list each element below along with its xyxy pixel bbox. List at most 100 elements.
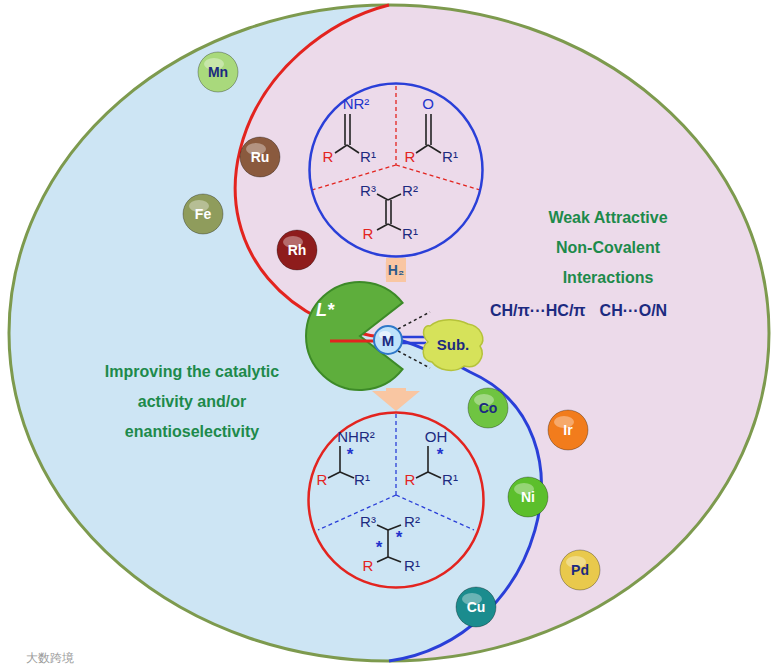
metal-disc <box>548 410 588 450</box>
bond <box>340 472 354 478</box>
structure-label: R <box>405 471 416 488</box>
metal-disc <box>183 194 223 234</box>
structure-label: * <box>437 445 444 465</box>
ligand-metal-bond <box>330 340 376 343</box>
bond <box>347 145 359 153</box>
node-label: Cu <box>467 599 486 615</box>
structure-label: R² <box>404 513 420 530</box>
structure-label: NR² <box>343 95 370 112</box>
ring-outline <box>309 413 484 588</box>
top-dividers <box>312 86 480 190</box>
metal-disc <box>277 230 317 270</box>
divider <box>312 165 396 190</box>
node-outline <box>308 82 484 258</box>
bond <box>349 114 351 145</box>
node-label: Ru <box>251 149 270 165</box>
watermark: 大数跨境 <box>26 650 74 667</box>
metal-disc <box>198 52 238 92</box>
metal-disc <box>240 137 280 177</box>
structure-label: R¹ <box>442 471 458 488</box>
structure-label: R¹ <box>442 148 458 165</box>
structure-label: * <box>376 538 383 558</box>
structure-label: R³ <box>360 182 376 199</box>
bond <box>385 200 387 224</box>
structure-label: R <box>317 471 328 488</box>
divider <box>396 495 474 530</box>
ring-outline <box>310 84 483 257</box>
structure-label: R¹ <box>404 557 420 574</box>
bond <box>387 530 389 557</box>
bond <box>377 557 388 562</box>
node-label: Co <box>479 400 498 416</box>
annotation-text: CH/π···HC/π <box>490 302 586 320</box>
annotation-text: Weak Attractive Non-Covalent Interaction… <box>533 203 683 293</box>
node-label: Sub. <box>437 336 470 353</box>
metal-circle: Cu <box>455 586 497 628</box>
structure-label: NHR² <box>337 428 375 445</box>
substrate-blob: Sub. <box>420 316 486 372</box>
metal-circle: Ni <box>507 476 549 518</box>
bond <box>427 446 429 472</box>
double-bond <box>402 336 426 339</box>
bond <box>416 145 428 153</box>
metal-circle: Co <box>467 387 509 429</box>
metal-circle: Rh <box>276 229 318 271</box>
divider <box>318 495 396 530</box>
metal-circle: Pd <box>559 549 601 591</box>
substrate-circle: NR² R R¹ O R R¹ R³ R² R R¹ <box>308 82 484 258</box>
annotation-text: CH···O/N <box>600 302 668 320</box>
bond <box>335 145 347 153</box>
structure-label: R¹ <box>360 148 376 165</box>
ligand-shape <box>306 282 403 390</box>
structure-label: R³ <box>360 513 376 530</box>
structure-label: R <box>363 225 374 242</box>
metal-circle: Mn <box>197 51 239 93</box>
node-outline <box>307 411 485 589</box>
node-label: Mn <box>208 64 228 80</box>
structure-label: R¹ <box>402 225 418 242</box>
bond <box>377 194 388 200</box>
structure-label: OH <box>425 428 448 445</box>
structure-label: * <box>347 445 354 465</box>
node-label: L* <box>316 300 334 321</box>
arrow-head <box>372 391 420 411</box>
bond <box>388 194 401 200</box>
divider <box>395 86 396 165</box>
node-label: Fe <box>195 206 211 222</box>
metal-center: M <box>373 325 403 355</box>
metal-disc <box>468 388 508 428</box>
bond <box>388 224 401 230</box>
metal-disc <box>560 550 600 590</box>
bond <box>430 114 432 145</box>
bond <box>428 145 441 153</box>
bond <box>328 472 340 478</box>
structure-label: O <box>422 95 434 112</box>
metal-circle: Fe <box>182 193 224 235</box>
bond <box>339 446 341 472</box>
structure-label: R <box>405 148 416 165</box>
bond <box>425 114 427 145</box>
bond <box>344 114 346 145</box>
node-label: Ni <box>521 489 535 505</box>
metal-disc <box>456 587 496 627</box>
double-bond <box>402 342 426 345</box>
node-label: M <box>382 332 395 349</box>
bond <box>377 224 388 230</box>
structure-label: R <box>323 148 334 165</box>
divider <box>395 414 396 495</box>
structure-label: * <box>396 528 403 548</box>
outer-border <box>9 5 769 661</box>
bond <box>390 200 392 224</box>
metal-circle: Ru <box>239 136 281 178</box>
substrate-circle: NHR²*RR¹OH*RR¹R³R²**RR¹ <box>307 411 485 589</box>
node-label: Rh <box>288 242 307 258</box>
metal-circle: Ir <box>547 409 589 451</box>
structure-label: R² <box>402 182 418 199</box>
structure-label: R¹ <box>354 471 370 488</box>
annotation-text: Improving the catalytic activity and/or … <box>97 357 287 447</box>
pink-region <box>235 5 769 661</box>
node-label: Pd <box>571 562 589 578</box>
outer-ground <box>9 5 769 661</box>
edge-label: H₂ <box>386 262 406 278</box>
